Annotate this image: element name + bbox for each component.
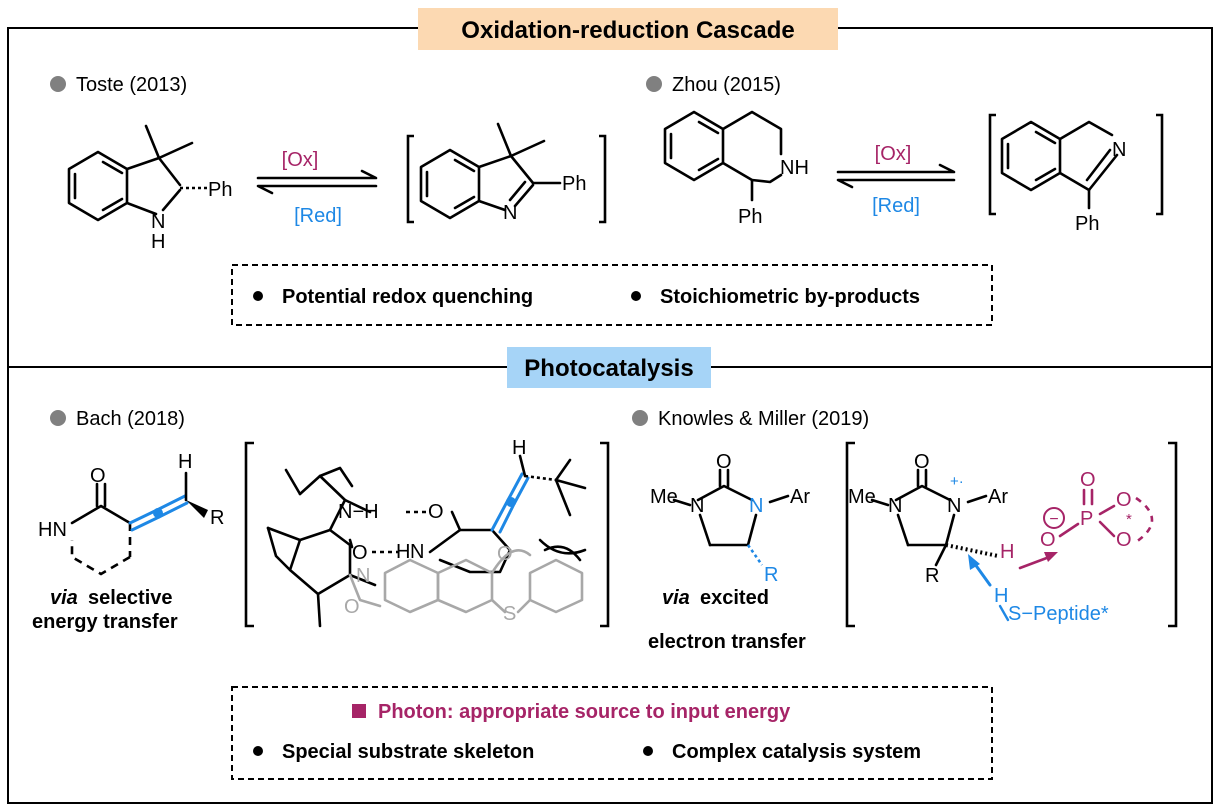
atom-n: N (410, 541, 424, 563)
atom-n: N (888, 495, 902, 517)
bullet-icon (643, 746, 653, 756)
atom-me: Me (650, 486, 678, 508)
atom-r: R (925, 565, 939, 587)
bullet-icon (253, 746, 263, 756)
atom-n: N (151, 211, 165, 233)
anion-charge-sign: − (1049, 511, 1058, 528)
atom-n: N (503, 202, 517, 224)
bullet-icon (50, 76, 66, 92)
bullet-icon (631, 291, 641, 301)
knowles-imidazolidinone-structure: O N N Me Ar R (650, 451, 810, 586)
summary-top-item1: Potential redox quenching (282, 286, 533, 308)
bullet-icon (50, 410, 66, 426)
top-section-title: Oxidation-reduction Cascade (461, 17, 794, 44)
bach-allenyl-lactam-structure: O HN H R (38, 451, 224, 576)
atom-o: O (352, 542, 368, 564)
summary-bottom-item2: Complex catalysis system (672, 741, 921, 763)
atom-r: R (764, 564, 778, 586)
atom-o: O (497, 543, 513, 565)
atom-r: R (210, 507, 224, 529)
atom-s: S (503, 603, 516, 625)
bottom-summary-box: Photon: appropriate source to input ener… (231, 686, 993, 780)
square-bullet-icon (352, 704, 366, 718)
ref-zhou-label: Zhou (2015) (672, 74, 781, 96)
ref-knowles: Knowles & Miller (2019) (632, 408, 869, 430)
atom-o: O (90, 465, 106, 487)
summary-bottom-item1: Special substrate skeleton (282, 741, 534, 763)
atom-n: N (1112, 139, 1126, 161)
bullet-icon (253, 291, 263, 301)
atom-h: H (178, 451, 192, 473)
zhou-thiq-structure: NH Ph (663, 110, 809, 228)
atom-n: N (356, 565, 370, 587)
radical-cation-mark: +· (950, 473, 964, 490)
atom-o: O (1080, 469, 1096, 491)
atom-n: N (947, 495, 961, 517)
red-label: [Red] (294, 205, 342, 227)
atom-ar: Ar (790, 486, 810, 508)
atom-ph: Ph (1075, 213, 1099, 235)
top-title-box (418, 8, 838, 50)
atom-h: H (994, 585, 1008, 607)
bottom-title-box (507, 347, 711, 388)
atom-ph: Ph (738, 206, 762, 228)
ref-knowles-label: Knowles & Miller (2019) (658, 408, 869, 430)
atom-h: H (396, 541, 410, 563)
benzene-ring (67, 150, 129, 222)
bach-via: via (50, 587, 78, 609)
atom-o: O (344, 596, 360, 618)
chiral-star: * (1126, 511, 1132, 528)
atom-ph: Ph (208, 179, 232, 201)
atom-o: O (914, 451, 930, 473)
ox-label: [Ox] (282, 149, 319, 171)
red-label: [Red] (872, 195, 920, 217)
atom-o: O (428, 501, 444, 523)
atom-n: N (749, 495, 763, 517)
ref-zhou: Zhou (2015) (646, 74, 781, 96)
zhou-dihydroisoquinoline-structure: N Ph (988, 113, 1164, 235)
bach-note-line2: energy transfer (32, 611, 178, 633)
atom-nh: NH (780, 157, 809, 179)
peptide-label: S−Peptide* (1008, 603, 1109, 625)
photon-note: Photon: appropriate source to input ener… (378, 701, 791, 723)
atom-o: O (716, 451, 732, 473)
atom-o: O (1116, 489, 1132, 511)
knowles-ion-pair-complex-structure: O N N +· Me Ar R H − O P O O O * H (845, 441, 1178, 628)
atom-h: H (512, 437, 526, 459)
ref-bach: Bach (2018) (50, 408, 185, 430)
anion-charge-icon (1043, 507, 1065, 529)
atom-ph: Ph (562, 173, 586, 195)
bach-note-line1: selective (88, 587, 173, 609)
ref-toste: Toste (2013) (50, 74, 187, 96)
atom-h: H (151, 231, 165, 253)
toste-indolenine-structure: N Ph (406, 122, 607, 224)
knowles-note-line1: excited (700, 587, 769, 609)
knowles-via: via (662, 587, 690, 609)
top-summary-box: Potential redox quenching Stoichiometric… (231, 264, 993, 326)
ox-label: [Ox] (875, 143, 912, 165)
summary-top-item2: Stoichiometric by-products (660, 286, 920, 308)
atom-p: P (1080, 508, 1093, 530)
toste-equilibrium-arrows: [Ox] [Red] (256, 149, 378, 227)
atom-ar: Ar (988, 486, 1008, 508)
bullet-icon (646, 76, 662, 92)
bottom-section-title: Photocatalysis (524, 355, 693, 382)
bach-catalyst-complex-structure: N−H O O H N H N O O S (244, 437, 610, 628)
atom-h: H (1000, 541, 1014, 563)
knowles-note-line2: electron transfer (648, 631, 806, 653)
atom-o: O (1116, 529, 1132, 551)
atom-hn: HN (38, 519, 67, 541)
atom-o: O (1040, 529, 1056, 551)
atom-n: N (690, 495, 704, 517)
atom-me: Me (848, 486, 876, 508)
ref-bach-label: Bach (2018) (76, 408, 185, 430)
zhou-equilibrium-arrows: [Ox] [Red] (836, 143, 956, 217)
bullet-icon (632, 410, 648, 426)
atom-n: N−H (338, 501, 379, 523)
toste-indoline-structure: N H Ph (67, 124, 232, 253)
ref-toste-label: Toste (2013) (76, 74, 187, 96)
